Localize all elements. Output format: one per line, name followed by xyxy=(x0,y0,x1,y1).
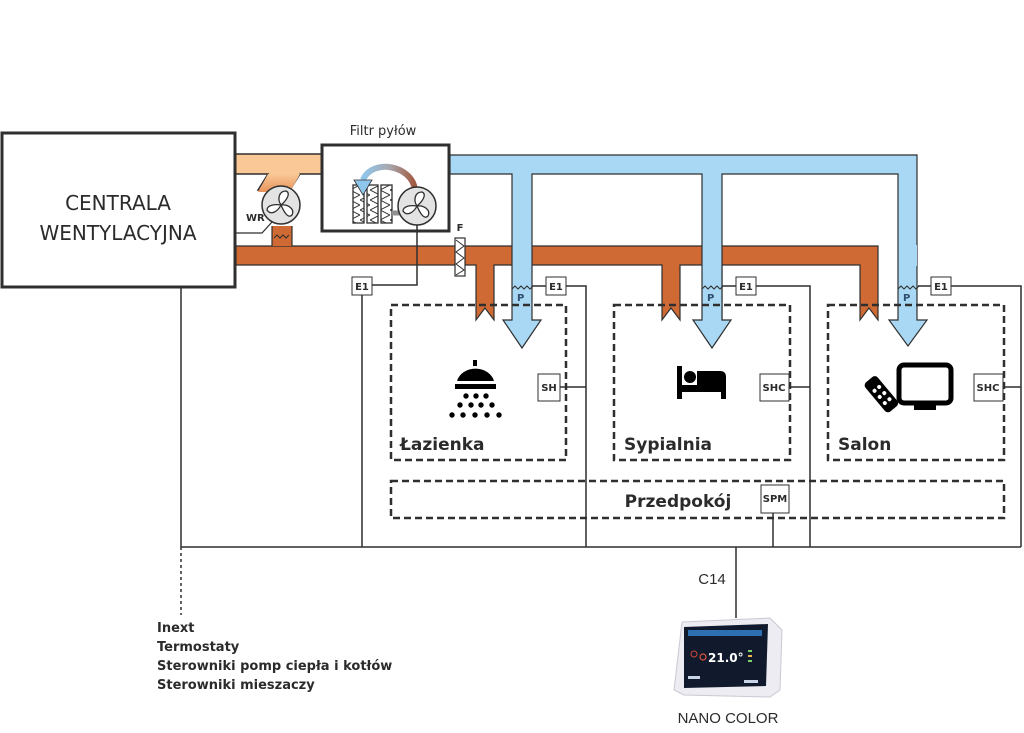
tv-remote-icon xyxy=(864,362,954,413)
damper-label: P xyxy=(707,293,714,304)
sensor-shc: SHC xyxy=(759,373,790,402)
room-name: Przedpokój xyxy=(625,492,732,512)
damper-label: P xyxy=(903,293,910,304)
room-name: Salon xyxy=(838,435,891,455)
sensor-label: SH xyxy=(541,383,557,394)
filter-cartridges-icon xyxy=(352,184,393,224)
room-salon: Salon SHC xyxy=(826,303,1006,462)
e1-box-salon: E1 xyxy=(930,276,952,296)
controller-temperature: 21.0° xyxy=(708,651,744,665)
bus-label: C14 xyxy=(698,571,726,588)
damper-lazienka: P xyxy=(511,285,534,304)
damper-salon: P xyxy=(897,285,920,304)
sensor-label: SHC xyxy=(977,383,1000,394)
e1-label: E1 xyxy=(549,282,563,293)
central-unit: CENTRALA WENTYLACYJNA xyxy=(0,131,237,289)
external-device-item: Sterowniki pomp ciepła i kotłów xyxy=(157,659,392,674)
controller-name: NANO COLOR xyxy=(678,710,779,727)
filter-f-label: F xyxy=(457,223,464,234)
e1-sensors: E1 E1 E1 E1 xyxy=(351,276,952,296)
sensor-sh: SH xyxy=(537,373,561,402)
central-unit-line2: WENTYLACYJNA xyxy=(39,221,196,245)
room-name: Sypialnia xyxy=(624,435,712,455)
supply-air-duct xyxy=(449,154,929,350)
damper-sypialnia: P xyxy=(701,285,724,304)
room-lazienka: Łazienka SH xyxy=(389,303,568,462)
e1-box-central: E1 xyxy=(351,276,373,296)
external-devices-list: Inext Termostaty Sterowniki pomp ciepła … xyxy=(157,621,392,693)
e1-box-lazienka: E1 xyxy=(545,276,567,296)
e1-label: E1 xyxy=(934,282,948,293)
recuperator-fan: WR xyxy=(246,185,301,225)
sensor-spm: SPM xyxy=(760,484,790,514)
filter-unit-title: Filtr pyłów xyxy=(350,124,417,139)
filter-unit: Filtr pyłów xyxy=(320,124,451,233)
external-device-item: Termostaty xyxy=(157,640,240,655)
filter-f: F xyxy=(454,223,466,277)
wiring xyxy=(180,225,1022,618)
sensor-label: SPM xyxy=(763,494,788,505)
e1-label: E1 xyxy=(739,282,753,293)
controller-screen xyxy=(684,624,768,688)
external-device-item: Sterowniki mieszaczy xyxy=(157,678,315,693)
sensor-shc: SHC xyxy=(973,373,1004,402)
room-sypialnia: Sypialnia SHC xyxy=(612,303,792,462)
e1-label: E1 xyxy=(355,282,369,293)
damper-label: P xyxy=(517,293,524,304)
shower-icon xyxy=(449,360,502,418)
room-name: Łazienka xyxy=(399,435,485,455)
bed-icon xyxy=(677,366,726,399)
external-device-item: Inext xyxy=(157,621,195,636)
nano-color-controller: 21.0° xyxy=(673,617,783,698)
wr-label: WR xyxy=(246,213,265,224)
sensor-label: SHC xyxy=(763,383,786,394)
room-przedpokoj: Przedpokój SPM xyxy=(389,479,1006,520)
e1-box-sypialnia: E1 xyxy=(735,276,757,296)
central-unit-line1: CENTRALA xyxy=(65,191,171,215)
dampers: P P P xyxy=(511,285,920,304)
